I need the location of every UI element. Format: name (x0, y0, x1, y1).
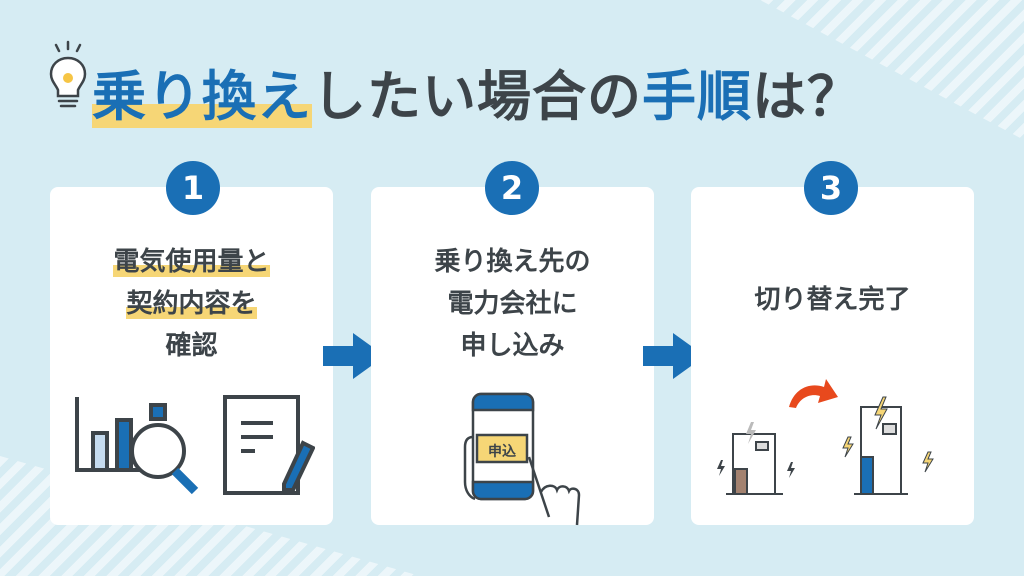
title-middle: したい場合の (312, 65, 642, 128)
title-blue: 手順 (642, 65, 752, 128)
title-highlight: 乗り換え (92, 65, 312, 128)
step-3-card: 切り替え完了 (691, 187, 974, 525)
step-1-line-3: 確認 (165, 331, 218, 361)
step-3-line-1: 切り替え完了 (754, 285, 911, 315)
step-2-line-3: 申し込み (460, 331, 565, 361)
lightbulb-icon (49, 40, 87, 108)
switch-provider-buildings-icon (717, 379, 934, 495)
step-1-number: 1 (166, 161, 220, 215)
step-1-line-1: 電気使用量と (113, 247, 270, 277)
step-3-text: 切り替え完了 (691, 279, 974, 321)
step-1-card: 電気使用量と 契約内容を 確認 (50, 187, 333, 525)
chart-magnifier-document-icon (75, 395, 315, 495)
apply-button-label: 申込 (488, 443, 516, 460)
arrow-right-icon (323, 333, 385, 379)
step-2-line-1: 乗り換え先の (434, 247, 591, 277)
step-2-number: 2 (485, 161, 539, 215)
step-1-line-2: 契約内容を (126, 289, 257, 319)
step-1-text: 電気使用量と 契約内容を 確認 (50, 241, 333, 367)
title-end: は？ (752, 65, 862, 128)
step-2-text: 乗り換え先の 電力会社に 申し込み (371, 241, 654, 367)
step-3-number: 3 (804, 161, 858, 215)
step-2-card: 乗り換え先の 電力会社に 申し込み 申込 (371, 187, 654, 526)
arrow-right-icon (643, 333, 705, 379)
step-2-line-2: 電力会社に (447, 289, 578, 319)
page-title: 乗り換えしたい場合の手順は？ (92, 52, 862, 131)
smartphone-hand-icon (463, 392, 581, 526)
